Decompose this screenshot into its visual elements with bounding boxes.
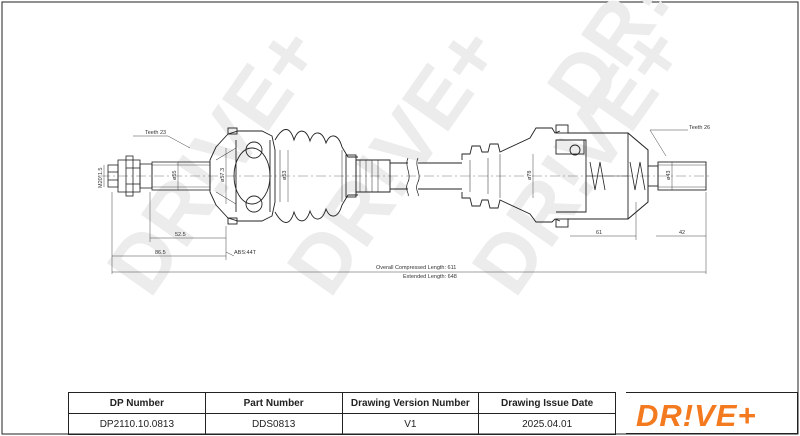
drive-shaft: [345, 154, 462, 198]
title-block: DP Number Part Number Drawing Version Nu…: [68, 392, 798, 435]
label-dia-55: ø55: [172, 171, 178, 180]
label-dia-53: ø53: [282, 171, 288, 180]
brand-logo: DR!VE+: [626, 392, 798, 434]
title-block-value-row: DP2110.10.0813 DDS0813 V1 2025.04.01: [68, 413, 616, 435]
header-drawing-version: Drawing Version Number: [341, 392, 480, 414]
header-part-number: Part Number: [204, 392, 343, 414]
label-dia-78: ø78: [527, 171, 533, 180]
label-length-86: 86.5: [155, 250, 166, 256]
outer-boot: [274, 129, 358, 223]
value-dp-number: DP2110.10.0813: [68, 413, 206, 435]
label-dia-57: ø57.3: [220, 168, 226, 182]
value-drawing-version: V1: [341, 413, 480, 435]
label-dia-43: ø43: [666, 171, 672, 180]
inner-boot: [461, 127, 561, 223]
outer-cv-joint: [209, 127, 276, 225]
value-part-number: DDS0813: [204, 413, 343, 435]
dimension-lines: [103, 129, 707, 274]
label-extended-length: Extended Length: 648: [403, 274, 457, 280]
inner-tripod-joint: [555, 124, 707, 228]
header-dp-number: DP Number: [68, 392, 206, 414]
title-block-header-row: DP Number Part Number Drawing Version Nu…: [68, 392, 616, 414]
header-issue-date: Drawing Issue Date: [478, 392, 616, 414]
label-teeth-right: Teeth 26: [689, 125, 710, 131]
value-issue-date: 2025.04.01: [478, 413, 616, 435]
title-block-table: DP Number Part Number Drawing Version Nu…: [68, 392, 616, 435]
label-abs: ABS:44T: [234, 250, 257, 256]
label-length-52: 52.5: [175, 232, 186, 238]
brand-logo-text: DR!VE+: [636, 398, 757, 433]
watermarks: DR!VE+ DR!VE+ DR!VE+ DR!VE+: [90, 0, 778, 310]
label-length-42: 42: [679, 230, 685, 236]
label-spline-dia: M20*1.5: [98, 168, 104, 189]
label-length-61: 61: [596, 230, 602, 236]
left-spindle: [107, 155, 211, 197]
label-overall-length: Overall Compressed Length: 611: [376, 265, 456, 271]
label-teeth-left: Teeth 23: [145, 130, 166, 136]
